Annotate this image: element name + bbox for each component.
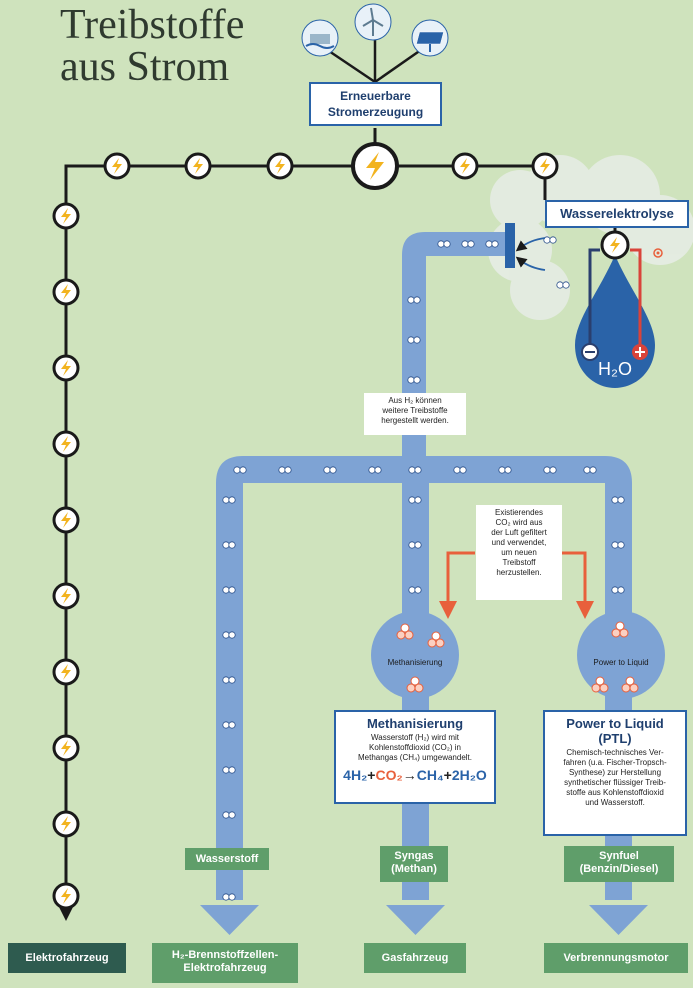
co2-note-line-1: Existierendes bbox=[494, 508, 544, 517]
ptl-body-line-3: Synthese) zur Herstellung bbox=[568, 768, 662, 777]
ptl-body-line-4: synthetischer flüssiger Treib- bbox=[564, 778, 666, 787]
formula-h2o: 2H₂O bbox=[451, 767, 487, 783]
electrolysis-box: Wasserelektrolyse bbox=[545, 200, 689, 228]
lightning-icon-electrolysis bbox=[600, 230, 630, 260]
co2-arrows bbox=[439, 551, 594, 619]
h2-note-line-1: Aus H₂ können bbox=[388, 396, 442, 405]
methanisierung-body: Wasserstoff (H₂) wird mit Kohlenstoffdio… bbox=[336, 733, 494, 763]
methanisierung-title: Methanisierung bbox=[366, 716, 464, 731]
h2-vehicle-line-1: H₂-Brennstoffzellen- bbox=[171, 949, 279, 961]
methanisierung-circle-label: Methanisierung bbox=[388, 658, 443, 667]
ptl-body-line-1: Chemisch-technisches Ver- bbox=[566, 748, 664, 757]
water-label: H₂O bbox=[598, 359, 632, 379]
renewable-line-2: Stromerzeugung bbox=[327, 105, 424, 119]
wasserstoff-label: Wasserstoff bbox=[185, 848, 269, 870]
formula-plus-2: + bbox=[443, 767, 452, 783]
hydrogen-pipes bbox=[200, 223, 665, 935]
ptl-title-1: Power to Liquid bbox=[566, 716, 664, 731]
renewable-energy-box: Erneuerbare Stromerzeugung bbox=[309, 82, 442, 126]
renewable-line-1: Erneuerbare bbox=[340, 89, 411, 103]
lightning-icon-large bbox=[351, 142, 399, 190]
methanisierung-body-line-1: Wasserstoff (H₂) wird mit bbox=[371, 733, 459, 742]
ptl-body-line-6: und Wasserstoff. bbox=[585, 798, 645, 807]
syngas-label: Syngas (Methan) bbox=[380, 846, 448, 882]
ptl-title-2: (PTL) bbox=[598, 731, 632, 746]
formula-plus-1: + bbox=[367, 767, 376, 783]
solar-panel-icon bbox=[411, 19, 449, 57]
co2-note: Existierendes CO₂ wird aus der Luft gefi… bbox=[476, 505, 562, 600]
page-title: Treibstoffe aus Strom bbox=[60, 4, 244, 88]
electrolysis-arrows bbox=[515, 237, 546, 271]
hydropower-icon bbox=[301, 19, 339, 57]
syngas-line-1: Syngas bbox=[394, 850, 434, 862]
wind-turbine-icon bbox=[354, 3, 392, 41]
h2-note: Aus H₂ können weitere Treibstoffe herges… bbox=[364, 393, 466, 435]
h2-vehicle-line-2: Elektrofahrzeug bbox=[183, 962, 267, 974]
formula-co2: CO₂ bbox=[375, 767, 403, 783]
water-drop-icon bbox=[575, 248, 663, 388]
gasfahrzeug-label: Gasfahrzeug bbox=[364, 943, 466, 973]
synfuel-line-2: (Benzin/Diesel) bbox=[579, 863, 659, 875]
co2-note-line-2: CO₂ wird aus bbox=[495, 518, 543, 527]
formula-ch4: CH₄ bbox=[416, 767, 444, 783]
formula-h2: 4H₂ bbox=[343, 767, 368, 783]
methanisierung-body-line-3: Methangas (CH₄) umgewandelt. bbox=[358, 753, 472, 762]
ptl-circle-label: Power to Liquid bbox=[593, 658, 648, 667]
synfuel-line-1: Synfuel bbox=[599, 850, 639, 862]
ptl-card: Power to Liquid (PTL) Chemisch-technisch… bbox=[543, 710, 687, 836]
co2-note-line-7: herzustellen. bbox=[496, 568, 542, 577]
co2-note-line-4: und verwendet, bbox=[491, 538, 547, 547]
h2-note-line-2: weitere Treibstoffe bbox=[382, 406, 448, 415]
syngas-line-2: (Methan) bbox=[391, 863, 437, 875]
co2-note-line-6: Treibstoff bbox=[502, 558, 536, 567]
verbrennungsmotor-label: Verbrennungsmotor bbox=[544, 943, 688, 973]
methanisierung-formula: 4H₂+CO₂→CH₄+2H₂O bbox=[336, 767, 494, 783]
ptl-body: Chemisch-technisches Ver- fahren (u.a. F… bbox=[545, 748, 685, 808]
formula-arrow: → bbox=[402, 767, 417, 783]
ptl-body-line-2: fahren (u.a. Fischer-Tropsch- bbox=[563, 758, 667, 767]
methanisierung-body-line-2: Kohlenstoffdioxid (CO₂) in bbox=[369, 743, 461, 752]
methanisierung-card: Methanisierung Wasserstoff (H₂) wird mit… bbox=[334, 710, 496, 804]
h2-note-line-3: hergestellt werden. bbox=[381, 416, 449, 425]
ptl-body-line-5: stoffe aus Kohlenstoffdioxid bbox=[566, 788, 664, 797]
synfuel-label: Synfuel (Benzin/Diesel) bbox=[564, 846, 674, 882]
elektrofahrzeug-label: Elektrofahrzeug bbox=[8, 943, 126, 973]
h2-vehicle-label: H₂-Brennstoffzellen- Elektrofahrzeug bbox=[152, 943, 298, 983]
co2-note-line-3: der Luft gefiltert bbox=[491, 528, 547, 537]
co2-note-line-5: um neuen bbox=[501, 548, 537, 557]
title-line-1: Treibstoffe bbox=[60, 2, 245, 48]
title-line-2: aus Strom bbox=[60, 44, 230, 90]
